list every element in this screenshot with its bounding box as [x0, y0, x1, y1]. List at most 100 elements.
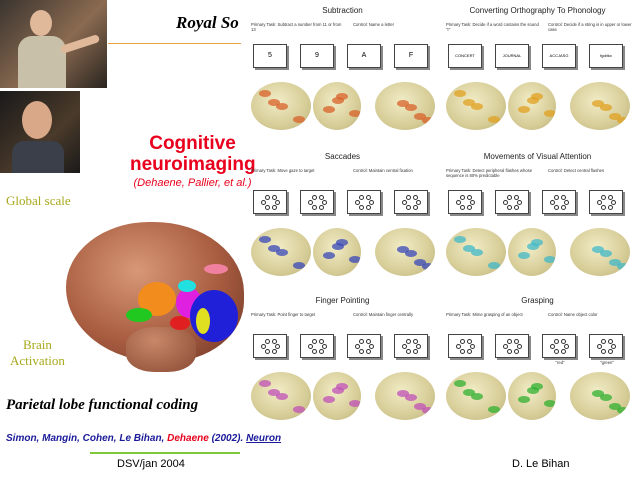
activation-spot	[422, 407, 434, 414]
stimulus-dot	[308, 344, 313, 349]
stimulus-dot	[506, 205, 512, 211]
stimulus-dot	[264, 205, 270, 211]
citation-author-red: Dehaene	[167, 433, 209, 444]
panel-title: Grasping	[521, 296, 554, 305]
stimulus-dot	[600, 338, 606, 344]
stimulus-dot	[560, 205, 566, 211]
stimulus-dot	[412, 349, 418, 355]
activation-spot	[397, 390, 409, 397]
stimulus-dot	[405, 349, 411, 355]
citation-journal[interactable]: Neuron	[246, 433, 282, 444]
stimulus-dot	[459, 349, 465, 355]
stimulus-dot	[271, 194, 277, 200]
activation-spot	[617, 407, 629, 414]
panel-title: Subtraction	[322, 6, 363, 15]
stimulus-dot	[311, 205, 317, 211]
footer-right: D. Le Bihan	[512, 458, 570, 470]
activation-spot	[422, 263, 434, 270]
stimulus-dot	[308, 200, 313, 205]
activation-spot	[293, 116, 305, 123]
activation-spot	[471, 103, 483, 110]
stimulus-dot	[358, 194, 364, 200]
activation-spot	[488, 262, 500, 269]
activation-spot	[592, 100, 604, 107]
brain-render	[251, 228, 311, 276]
stimulus-dot	[517, 200, 522, 205]
activation-spot	[276, 103, 288, 110]
activation-spot	[544, 400, 556, 407]
stimulus-dot	[564, 200, 569, 205]
stimulus-dot	[311, 338, 317, 344]
activation-spot	[336, 383, 348, 390]
stimulus-dot	[358, 205, 364, 211]
stimulus-dot	[466, 194, 472, 200]
stimulus-dot	[517, 344, 522, 349]
stimulus-box: 9	[300, 44, 334, 68]
brain-render	[375, 228, 435, 276]
stimulus-dot	[560, 349, 566, 355]
activation-spot	[609, 113, 621, 120]
control-task: Control: Maintain central fixation	[353, 168, 413, 173]
stimulus-box: F	[394, 44, 428, 68]
stimulus-dot	[261, 344, 266, 349]
scale-label: Global scale	[6, 193, 71, 208]
primary-task: Primary Task: Point finger to target	[251, 312, 316, 317]
stimulus-dot	[506, 194, 512, 200]
stimulus-dot	[416, 344, 421, 349]
primary-task: Primary Task: Move gaze to target	[251, 168, 315, 173]
activation-spot	[463, 245, 475, 252]
stimulus-dot	[459, 194, 465, 200]
stimulus-dot	[466, 349, 472, 355]
stimulus-box	[347, 190, 381, 214]
stimulus-box	[300, 334, 334, 358]
stimulus-dot	[506, 338, 512, 344]
stimulus-dot	[553, 338, 559, 344]
activation-spot	[544, 110, 556, 117]
activation-spot	[323, 396, 335, 403]
stimulus-dot	[271, 349, 277, 355]
activation-spot	[518, 396, 530, 403]
activation-spot	[488, 406, 500, 413]
footer-left: DSV/jan 2004	[117, 458, 185, 470]
brain-label-line-1: Brain	[23, 337, 52, 352]
stimulus-box: JOURNAL	[495, 44, 529, 68]
stimulus-dot	[365, 205, 371, 211]
brain-render	[446, 82, 506, 130]
stimulus-box	[542, 190, 576, 214]
activation-spot	[323, 252, 335, 259]
headline-credit: (Dehaene, Pallier, et al.)	[133, 177, 252, 189]
brain-render	[508, 228, 556, 276]
activation-spot	[349, 400, 361, 407]
stimulus-dot	[513, 194, 519, 200]
stimulus-box	[448, 190, 482, 214]
headline-line-1: Cognitive	[149, 133, 236, 154]
brain-render	[251, 372, 311, 420]
activation-spot	[531, 93, 543, 100]
stimulus-dot	[318, 349, 324, 355]
activation-spot	[617, 263, 629, 270]
stimulus-box: ACCJASG	[542, 44, 576, 68]
control-task: Control: Maintain finger centrally	[353, 312, 414, 317]
headline: Cognitive neuroimaging (Dehaene, Pallier…	[130, 133, 256, 191]
activation-spot	[405, 104, 417, 111]
stimulus-dot	[503, 344, 508, 349]
stimulus-dot	[261, 200, 266, 205]
stimulus-dot	[553, 205, 559, 211]
activation-spot	[405, 250, 417, 257]
brain-render	[508, 82, 556, 130]
activation-spot	[422, 117, 434, 124]
activation-spot	[600, 250, 612, 257]
citation: Simon, Mangin, Cohen, Le Bihan, Dehaene …	[6, 433, 281, 444]
activation-spot	[397, 246, 409, 253]
stimulus-dot	[597, 200, 602, 205]
stimulus-dot	[607, 349, 613, 355]
stimulus-dot	[600, 205, 606, 211]
stimulus-dot	[600, 349, 606, 355]
stimulus-dot	[560, 338, 566, 344]
stimulus-dot	[365, 349, 371, 355]
activation-spot	[268, 389, 280, 396]
activation-spot	[259, 236, 271, 243]
brain-render	[570, 228, 630, 276]
